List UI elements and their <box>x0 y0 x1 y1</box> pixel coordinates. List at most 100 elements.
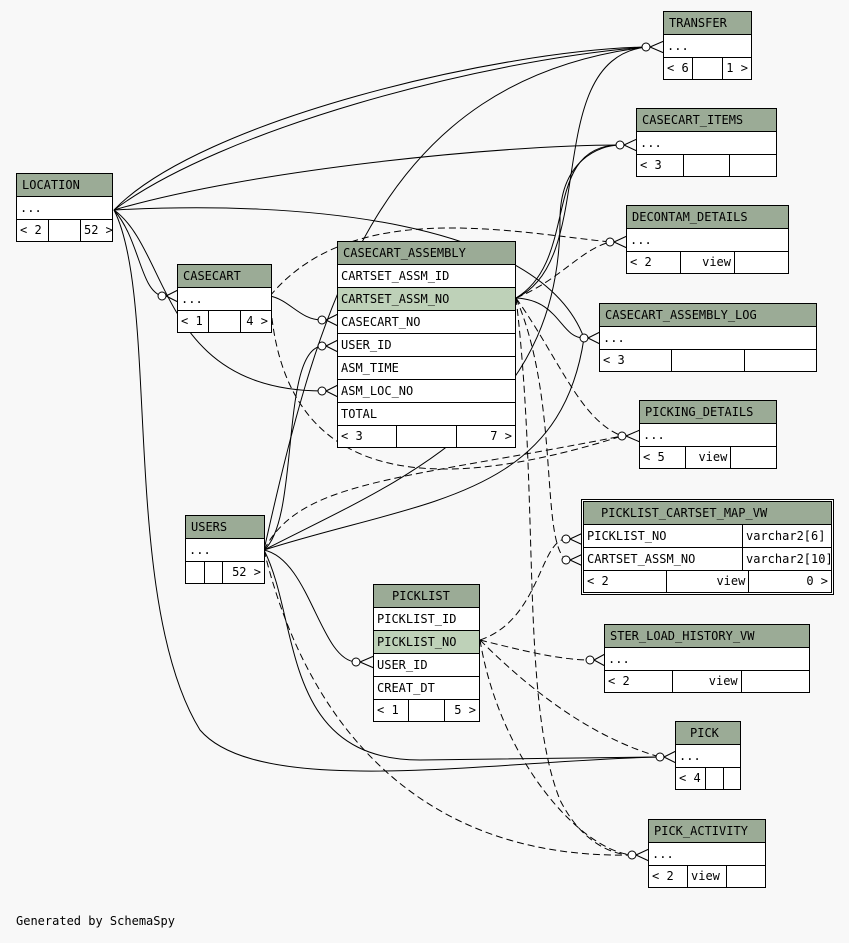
table-pick-activity[interactable]: PICK_ACTIVITY ... < 2 view <box>648 819 766 888</box>
children-count[interactable] <box>724 768 740 789</box>
parents-count[interactable]: < 4 <box>676 768 707 789</box>
table-name[interactable]: PICK_ACTIVITY <box>649 820 765 843</box>
crow-foot <box>325 313 339 327</box>
children-count[interactable] <box>727 866 765 887</box>
rows-count <box>684 155 731 176</box>
table-name[interactable]: LOCATION <box>17 174 112 197</box>
rel-picklist-map <box>479 538 567 641</box>
rel-cartset-map <box>515 297 567 561</box>
table-pick[interactable]: PICK ... < 4 <box>675 721 741 790</box>
children-count[interactable] <box>735 252 788 273</box>
table-name[interactable]: PICKLIST_CARTSET_MAP_VW <box>584 502 831 525</box>
table-name[interactable]: PICKING_DETAILS <box>640 401 776 424</box>
rel-users-pick <box>263 549 661 761</box>
table-name[interactable]: CASECART_ASSEMBLY_LOG <box>600 304 816 327</box>
children-count[interactable] <box>745 350 816 371</box>
crow-foot <box>325 339 339 353</box>
rel-cartset-casecart-items <box>515 144 621 299</box>
parents-count[interactable] <box>186 562 205 583</box>
column-asm-loc-no: ASM_LOC_NO <box>338 380 515 403</box>
children-count[interactable]: 5 > <box>454 703 476 717</box>
table-footer: < 3 7 > <box>338 426 515 447</box>
rows-count <box>409 700 445 721</box>
parents-count[interactable]: < 2 <box>649 866 688 887</box>
table-name[interactable]: CASECART <box>178 265 271 288</box>
table-picklist-cartset-map-vw[interactable]: PICKLIST_CARTSET_MAP_VW PICKLIST_NO varc… <box>581 499 834 595</box>
table-name[interactable]: TRANSFER <box>664 12 751 35</box>
column-picklist-id: PICKLIST_ID <box>374 608 479 631</box>
rel-location-transfer-2 <box>113 46 647 211</box>
table-name[interactable]: USERS <box>186 516 264 539</box>
table-name[interactable]: PICK <box>676 722 740 745</box>
table-name[interactable]: CASECART_ITEMS <box>637 109 776 132</box>
table-name[interactable]: DECONTAM_DETAILS <box>627 206 788 229</box>
parents-count[interactable]: < 3 <box>600 350 673 371</box>
children-count[interactable] <box>730 155 776 176</box>
table-transfer[interactable]: TRANSFER ... < 6 1 > <box>663 11 752 80</box>
table-name[interactable]: PICKLIST <box>374 585 479 608</box>
children-count[interactable] <box>731 447 776 468</box>
table-picking-details[interactable]: PICKING_DETAILS ... < 5 view <box>639 400 777 469</box>
table-column: ... <box>649 843 765 866</box>
cardinality-marker <box>317 315 327 325</box>
table-footer: < 2 view <box>627 252 788 273</box>
rel-users-assembly-user <box>263 345 323 551</box>
table-casecart-assembly-log[interactable]: CASECART_ASSEMBLY_LOG ... < 3 <box>599 303 817 372</box>
column-user-id: USER_ID <box>374 654 479 677</box>
table-casecart-items[interactable]: CASECART_ITEMS ... < 3 <box>636 108 777 177</box>
cardinality-marker <box>317 341 327 351</box>
parents-count[interactable]: < 2 <box>17 220 49 241</box>
table-casecart[interactable]: CASECART ... < 1 4 > <box>177 264 272 333</box>
table-footer: < 3 <box>600 350 816 371</box>
children-count[interactable]: 52 > <box>232 565 261 579</box>
cardinality-marker <box>351 657 361 667</box>
column-picklist-no: PICKLIST_NO <box>374 631 479 654</box>
table-decontam-details[interactable]: DECONTAM_DETAILS ... < 2 view <box>626 205 789 274</box>
table-location[interactable]: LOCATION ... < 2 52 > <box>16 173 113 242</box>
children-count[interactable]: 1 > <box>726 61 748 75</box>
table-type: view <box>686 447 732 468</box>
column-creat-dt: CREAT_DT <box>374 677 479 700</box>
table-column: ... <box>627 229 788 252</box>
cardinality-marker <box>627 850 637 860</box>
rel-casecart-casecart-no <box>269 295 323 321</box>
table-name[interactable]: CASECART_ASSEMBLY <box>338 242 515 265</box>
table-type: view <box>667 571 750 592</box>
children-count[interactable]: 7 > <box>490 429 512 443</box>
parents-count[interactable]: < 2 <box>605 671 674 692</box>
parents-count[interactable]: < 5 <box>640 447 686 468</box>
column-name: CARTSET_ASSM_NO <box>587 552 696 566</box>
table-type: view <box>681 252 735 273</box>
column-cartset-assm-no: CARTSET_ASSM_NO varchar2[10] <box>584 548 833 571</box>
parents-count[interactable]: < 1 <box>178 311 210 332</box>
crow-foot <box>569 553 584 567</box>
parents-count[interactable]: < 2 <box>627 252 681 273</box>
crow-foot <box>649 40 665 54</box>
children-count[interactable]: 0 > <box>806 574 829 588</box>
children-count[interactable]: 4 > <box>246 314 268 328</box>
table-name[interactable]: STER_LOAD_HISTORY_VW <box>605 625 809 648</box>
parents-count[interactable]: < 3 <box>637 155 684 176</box>
parents-count[interactable]: < 2 <box>584 571 667 592</box>
parents-count[interactable]: < 1 <box>374 700 410 721</box>
parents-count[interactable]: < 3 <box>338 426 398 447</box>
cardinality-marker <box>579 333 589 343</box>
table-casecart-assembly[interactable]: CASECART_ASSEMBLY CARTSET_ASSM_ID CARTSE… <box>337 241 516 448</box>
cardinality-marker <box>641 42 651 52</box>
rel-users-casecart-items <box>263 144 621 551</box>
children-count[interactable]: 52 > <box>84 223 112 237</box>
table-picklist[interactable]: PICKLIST PICKLIST_ID PICKLIST_NO USER_ID… <box>373 584 480 722</box>
parents-count[interactable]: < 6 <box>664 58 694 79</box>
table-column: ... <box>186 539 264 562</box>
table-column: ... <box>664 35 751 58</box>
cardinality-marker <box>617 431 627 441</box>
table-ster-load-history-vw[interactable]: STER_LOAD_HISTORY_VW ... < 2 view <box>604 624 810 693</box>
crow-foot <box>587 331 601 345</box>
table-footer: < 2 view 0 > <box>584 571 831 592</box>
children-count[interactable] <box>742 671 809 692</box>
cardinality-marker <box>585 655 595 665</box>
cardinality-marker <box>561 534 571 544</box>
cardinality-marker <box>605 237 615 247</box>
table-users[interactable]: USERS ... 52 > <box>185 515 265 584</box>
column-name: PICKLIST_NO <box>587 529 667 543</box>
